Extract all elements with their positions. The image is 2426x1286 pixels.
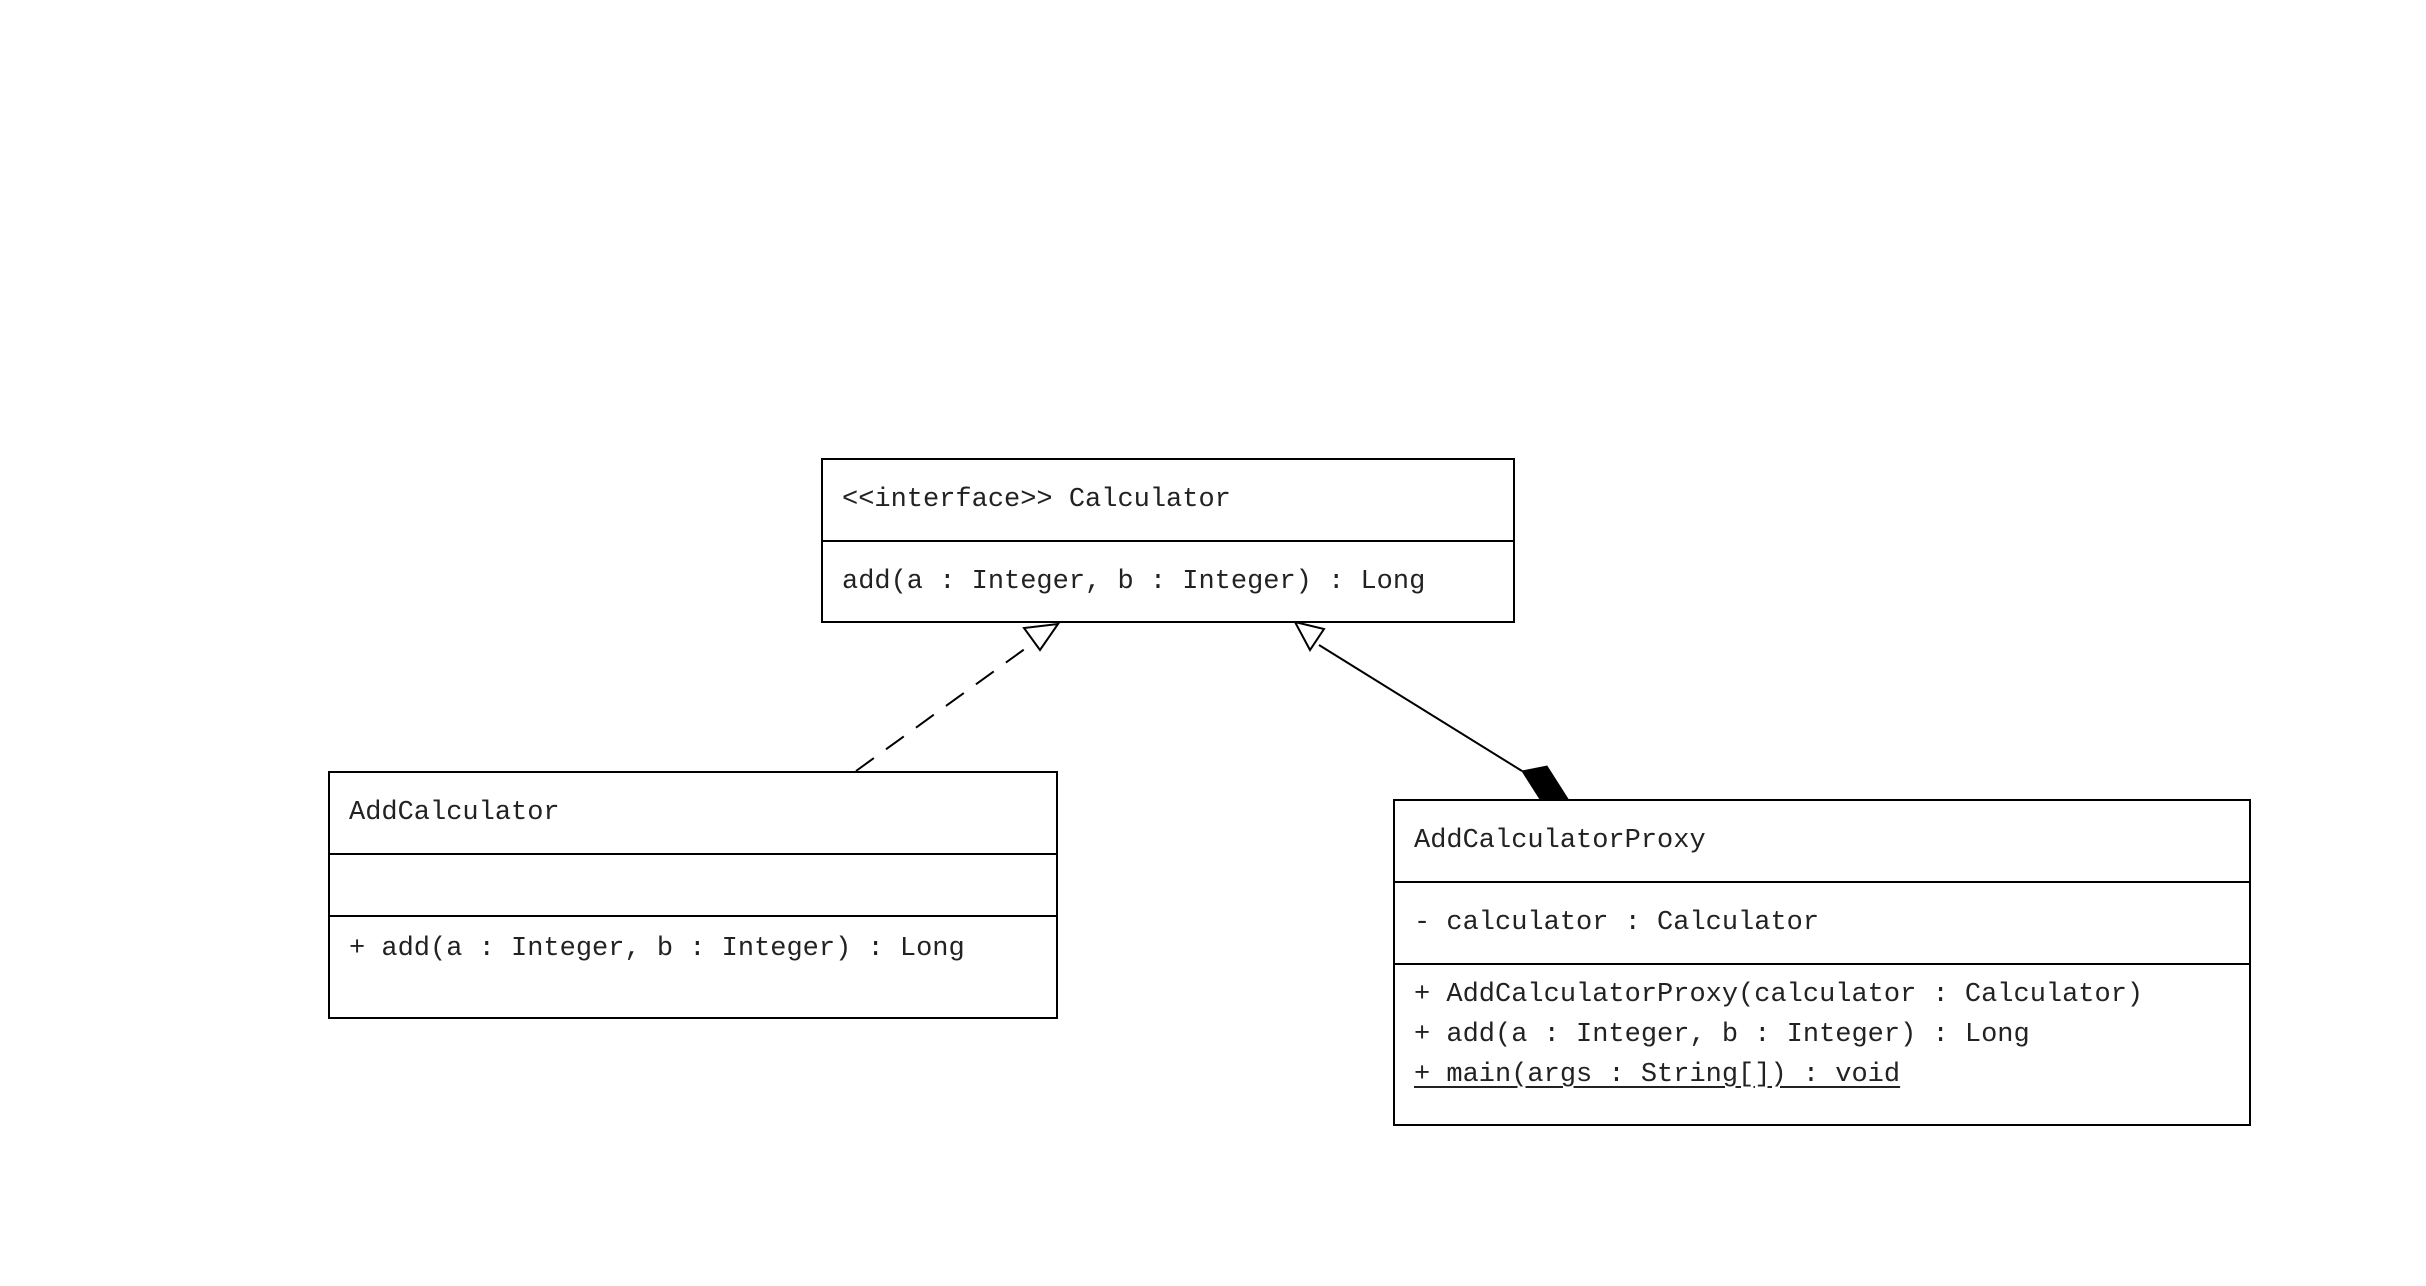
attributes-compartment: - calculator : Calculator: [1395, 883, 2249, 965]
generalization-line: [1318, 644, 1523, 772]
operation: + AddCalculatorProxy(calculator : Calcul…: [1414, 980, 2144, 1010]
class-name-compartment: <<interface>> Calculator: [823, 460, 1513, 542]
attribute: - calculator : Calculator: [1414, 908, 1820, 938]
class-add-calculator: AddCalculator + add(a : Integer, b : Int…: [328, 771, 1058, 1019]
realization-line: [855, 642, 1034, 772]
static-operation: + main(args : String[]) : void: [1414, 1060, 1901, 1090]
class-name-compartment: AddCalculator: [330, 773, 1056, 855]
operation: add(a : Integer, b : Integer) : Long: [842, 566, 1426, 597]
operations-compartment: add(a : Integer, b : Integer) : Long: [823, 542, 1513, 621]
class-name: <<interface>> Calculator: [842, 485, 1231, 515]
class-name: AddCalculatorProxy: [1414, 826, 1706, 856]
operations-compartment: + AddCalculatorProxy(calculator : Calcul…: [1395, 965, 2249, 1124]
operation: + add(a : Integer, b : Integer) : Long: [1414, 1020, 2030, 1050]
generalization-arrowhead: [1293, 620, 1326, 652]
class-name-compartment: AddCalculatorProxy: [1395, 801, 2249, 883]
operations-compartment: + add(a : Integer, b : Integer) : Long: [330, 917, 1056, 1017]
class-add-calculator-proxy: AddCalculatorProxy - calculator : Calcul…: [1393, 799, 2251, 1126]
attributes-compartment: [330, 855, 1056, 917]
class-calculator: <<interface>> Calculator add(a : Integer…: [821, 458, 1515, 623]
realization-arrowhead: [1022, 622, 1061, 652]
class-name: AddCalculator: [349, 798, 560, 828]
operation: + add(a : Integer, b : Integer) : Long: [349, 934, 965, 964]
